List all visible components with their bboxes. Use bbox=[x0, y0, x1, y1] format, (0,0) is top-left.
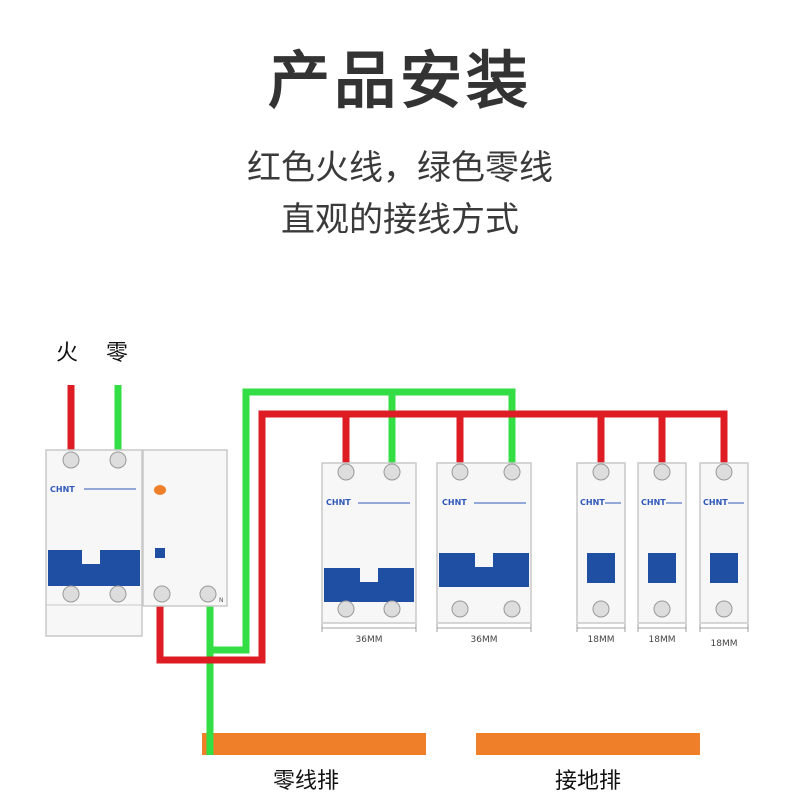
indicator-icon bbox=[155, 548, 165, 558]
terminal-screw-icon bbox=[337, 600, 355, 618]
terminal-screw-icon bbox=[383, 463, 401, 481]
subtitle-line-2: 直观的接线方式 bbox=[281, 200, 519, 240]
terminal-screw-icon bbox=[109, 585, 127, 603]
terminal-screw-icon bbox=[451, 600, 469, 618]
terminal-screw-icon bbox=[592, 600, 610, 618]
breaker-1p-2: CHNT bbox=[637, 462, 687, 624]
main-breaker: CHNT bbox=[45, 449, 143, 637]
neutral-bar-label: 零线排 bbox=[273, 769, 339, 794]
ground-busbar bbox=[476, 733, 700, 755]
terminal-screw-icon bbox=[62, 451, 80, 469]
terminal-screw-icon bbox=[451, 463, 469, 481]
page-title: 产品安装 bbox=[267, 44, 532, 117]
neutral-busbar bbox=[202, 733, 426, 755]
breaker-handle bbox=[710, 553, 738, 583]
live-input-label: 火 bbox=[56, 341, 78, 366]
terminal-screw-icon bbox=[383, 600, 401, 618]
terminal-screw-icon bbox=[153, 585, 171, 603]
breaker-2p-2: CHNT bbox=[436, 462, 532, 624]
dimension-label: 18MM bbox=[649, 635, 676, 645]
brand-logo: CHNT bbox=[703, 498, 728, 507]
terminal-screw-icon bbox=[62, 585, 80, 603]
dimension-markers bbox=[321, 624, 749, 632]
terminal-screw-icon bbox=[337, 463, 355, 481]
breaker-1p-1: CHNT bbox=[576, 462, 626, 624]
brand-logo: CHNT bbox=[580, 498, 605, 507]
dimension-label: 36MM bbox=[356, 635, 383, 645]
terminal-screw-icon bbox=[199, 585, 217, 603]
live-bus-wire bbox=[156, 410, 728, 664]
breaker-2p-1: CHNT bbox=[321, 462, 417, 624]
terminal-screw-icon bbox=[715, 463, 733, 481]
brand-logo: CHNT bbox=[442, 498, 467, 507]
terminal-screw-icon bbox=[715, 600, 733, 618]
rcd-n-mark: N bbox=[219, 597, 224, 604]
ground-bar-label: 接地排 bbox=[555, 769, 621, 794]
test-button-icon bbox=[154, 485, 166, 495]
red-live-wires bbox=[67, 385, 728, 664]
breaker-handle bbox=[648, 553, 676, 583]
neutral-input-label: 零 bbox=[106, 341, 128, 366]
terminal-screw-icon bbox=[503, 600, 521, 618]
terminal-screw-icon bbox=[109, 451, 127, 469]
terminal-screw-icon bbox=[653, 600, 671, 618]
dimension-label: 36MM bbox=[471, 635, 498, 645]
dimension-label: 18MM bbox=[588, 635, 615, 645]
terminal-screw-icon bbox=[653, 463, 671, 481]
breaker-handle bbox=[587, 553, 615, 583]
subtitle-line-1: 红色火线，绿色零线 bbox=[247, 148, 553, 188]
dimension-label: 18MM bbox=[711, 639, 738, 649]
brand-logo: CHNT bbox=[50, 485, 75, 494]
terminal-screw-icon bbox=[503, 463, 521, 481]
breaker-1p-3: CHNT bbox=[699, 462, 749, 624]
brand-logo: CHNT bbox=[326, 498, 351, 507]
rcd-module: N bbox=[142, 449, 228, 607]
brand-logo: CHNT bbox=[641, 498, 666, 507]
terminal-screw-icon bbox=[592, 463, 610, 481]
